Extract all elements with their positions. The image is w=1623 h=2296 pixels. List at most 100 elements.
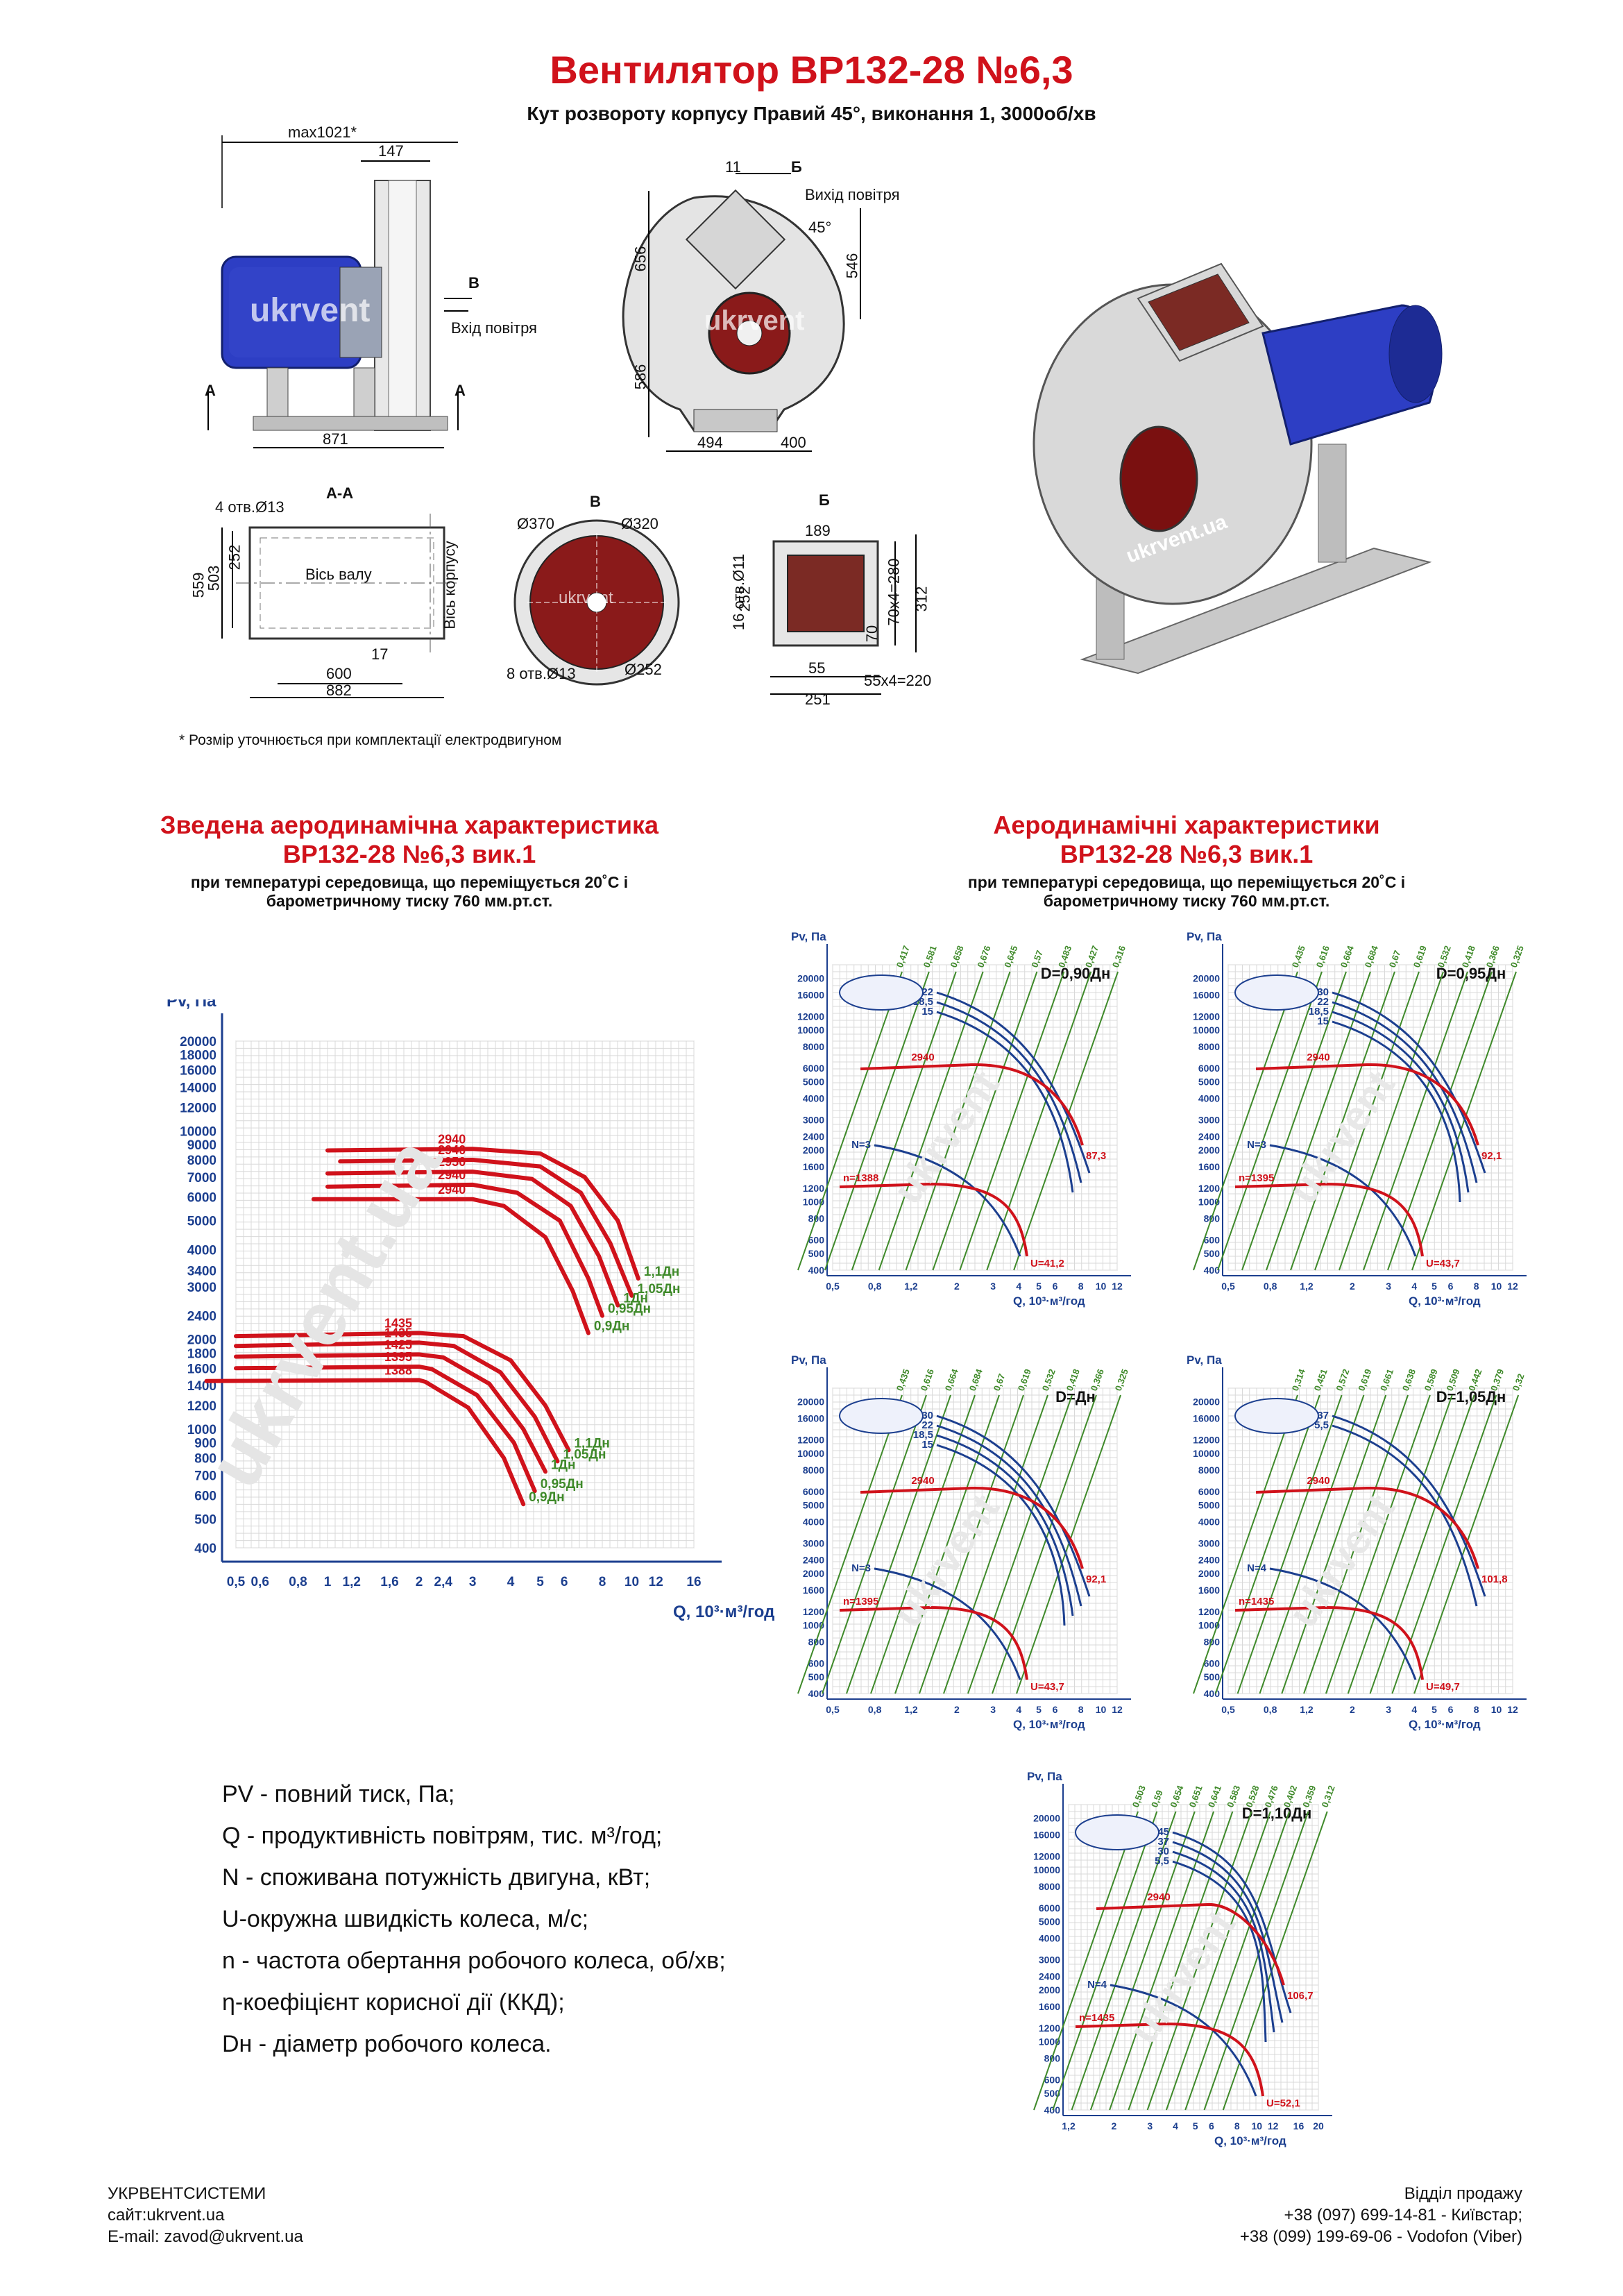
small-u-low: U=41,2 <box>1030 1258 1064 1269</box>
summary-y-tick: 600 <box>194 1489 216 1503</box>
small-y-label: Pv, Па <box>791 1353 826 1367</box>
small-efficiency-line <box>1217 971 1323 1271</box>
small-y-tick: 4000 <box>803 1093 824 1104</box>
small-x-tick: 3 <box>1147 2120 1153 2132</box>
footer-site[interactable]: сайт:ukrvent.ua <box>108 2206 225 2225</box>
dim-11: 11 <box>725 158 741 176</box>
small-y-tick: 12000 <box>797 1011 824 1022</box>
side-view-drawing <box>207 135 472 448</box>
view-v-d252: Ø252 <box>624 661 662 678</box>
dim-871: 871 <box>323 430 348 448</box>
front-view-drawing <box>622 173 861 452</box>
small-x-tick: 2 <box>954 1704 960 1715</box>
small-power-curve <box>1332 1011 1470 1193</box>
view-v-d370: Ø370 <box>517 515 554 532</box>
small-x-tick: 2 <box>954 1281 960 1292</box>
summary-heading: Зведена аеродинамічна характеристика ВР1… <box>83 811 736 911</box>
small-power-label: 5,5 <box>1155 1855 1169 1867</box>
small-y-tick: 2000 <box>1198 1568 1220 1579</box>
legend-n: N - споживана потужність двигуна, кВт; <box>222 1864 651 1891</box>
page-subtitle: Кут розвороту корпусу Правий 45°, викона… <box>527 103 1096 124</box>
dim-147: 147 <box>378 142 404 160</box>
small-x-tick: 5 <box>1193 2120 1198 2132</box>
small-x-tick: 1,2 <box>904 1281 918 1292</box>
small-x-tick: 6 <box>1053 1704 1058 1715</box>
small-y-tick: 5000 <box>803 1077 824 1088</box>
small-y-tick: 6000 <box>1039 1902 1060 1914</box>
small-pressure-curve-high <box>860 1486 1084 1569</box>
small-chart-title: D=1,10Дн <box>1242 1805 1312 1822</box>
small-efficiency-line <box>959 971 1065 1271</box>
footer-phone-2[interactable]: +38 (099) 199-69-06 - Vodofon (Viber) <box>1239 2227 1522 2246</box>
small-power-curve <box>936 1011 1074 1193</box>
summary-y-tick: 700 <box>194 1469 216 1484</box>
small-x-tick: 3 <box>1386 1281 1391 1292</box>
small-x-tick: 12 <box>1507 1281 1518 1292</box>
footer-phone-1[interactable]: +38 (097) 699-14-81 - Київстар; <box>1284 2206 1522 2225</box>
summary-y-tick: 1000 <box>187 1423 216 1437</box>
aero-cond-1: при температурі середовища, що переміщує… <box>967 873 1406 891</box>
small-y-tick: 1600 <box>803 1161 824 1172</box>
aero-title-2: ВР132-28 №6,3 вик.1 <box>1060 840 1314 868</box>
small-power-curve <box>1332 991 1486 1174</box>
legend-q: Q - продуктивність повітрям, тис. м³/год… <box>222 1823 663 1849</box>
small-x-tick: 4 <box>1173 2120 1178 2132</box>
summary-series-label: 0,95Дн <box>541 1477 584 1492</box>
summary-series-line <box>338 1157 634 1298</box>
small-y-tick: 2400 <box>1198 1554 1220 1565</box>
small-y-tick: 5000 <box>1198 1500 1220 1511</box>
legend-pv: PV - повний тиск, Па; <box>222 1781 455 1807</box>
small-efficiency-line <box>1089 1811 1196 2111</box>
small-efficiency-line <box>919 1394 1024 1694</box>
small-y-tick: 4000 <box>803 1517 824 1528</box>
fan-3d-render <box>1033 262 1443 675</box>
footer-left: УКРВЕНТСИСТЕМИ сайт:ukrvent.ua E-mail: z… <box>108 2183 303 2247</box>
small-x-tick: 2 <box>1350 1281 1355 1292</box>
small-y-tick: 12000 <box>1193 1434 1220 1445</box>
small-efficiency-line <box>905 971 1011 1271</box>
small-n-label: N=3 <box>851 1139 871 1151</box>
small-y-label: Pv, Па <box>791 930 826 943</box>
section-aa-holes: 4 отв.Ø13 <box>215 498 284 516</box>
small-pressure-curve-low <box>839 1182 1028 1257</box>
summary-rpm-label: 1435 <box>384 1317 412 1331</box>
small-power-label: 18,5 <box>913 1429 933 1441</box>
small-rpm-high: 2940 <box>911 1052 934 1063</box>
small-rpm-low: n=1395 <box>843 1596 878 1607</box>
small-efficiency-line <box>1146 1811 1252 2111</box>
small-y-label: Pv, Па <box>1187 930 1222 943</box>
small-efficiency-line <box>878 971 984 1271</box>
view-b-dim-70x4: 70x4=280 <box>885 558 903 626</box>
small-y-tick: 12000 <box>797 1434 824 1445</box>
small-y-tick: 16000 <box>1033 1830 1060 1841</box>
summary-y-tick: 1800 <box>187 1347 216 1361</box>
small-power-curve <box>1332 1001 1478 1183</box>
small-power-curve <box>1172 1860 1267 2043</box>
small-efficiency-line <box>824 971 930 1271</box>
footer-email[interactable]: E-mail: zavod@ukrvent.ua <box>108 2227 303 2246</box>
small-u-high: 87,3 <box>1086 1150 1106 1162</box>
small-efficiency-line <box>1165 1811 1271 2111</box>
small-efficiency-line <box>1052 1811 1158 2111</box>
view-v-holes: 8 отв.Ø13 <box>507 665 576 682</box>
small-n-label: N=4 <box>1247 1562 1267 1574</box>
small-x-tick: 1,2 <box>1300 1281 1314 1292</box>
small-efficiency-line <box>1237 1394 1343 1694</box>
legend-dn: Dн - діаметр робочого колеса. <box>222 2031 552 2057</box>
summary-y-tick: 8000 <box>187 1154 216 1168</box>
summary-series-label: 0,95Дн <box>608 1302 651 1317</box>
summary-y-tick: 400 <box>194 1542 216 1556</box>
summary-y-tick: 900 <box>194 1437 216 1451</box>
small-y-tick: 4000 <box>1039 1933 1060 1944</box>
small-efficiency-line <box>1071 1811 1177 2111</box>
small-efficiency-line <box>1391 1394 1497 1694</box>
summary-x-tick: 1 <box>324 1575 332 1589</box>
small-x-tick: 12 <box>1112 1704 1123 1715</box>
section-aa-title: А-А <box>326 484 354 502</box>
summary-series-label: 1,05Дн <box>637 1282 680 1297</box>
small-y-tick: 20000 <box>1193 973 1220 984</box>
small-power-label: 45 <box>1157 1826 1169 1838</box>
small-rpm-low: n=1435 <box>1239 1596 1274 1607</box>
summary-series-line <box>234 1352 547 1474</box>
housing-axis-label: Вісь корпусу <box>441 541 459 630</box>
